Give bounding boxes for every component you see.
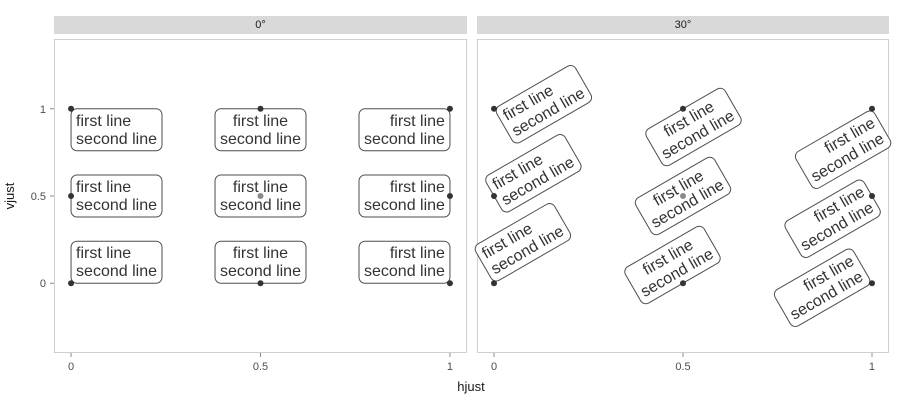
panel-border <box>54 39 467 353</box>
label-line: second line <box>76 263 157 280</box>
facet-strip <box>477 16 889 34</box>
label-box <box>358 108 451 152</box>
y-tick-label: 0.5 <box>31 191 46 203</box>
data-point <box>680 105 686 112</box>
facet-strip <box>54 16 467 34</box>
axes: hjust vjust 0 0.5 1 0 0.5 1 0 0.5 1 <box>2 104 875 394</box>
x-tick-label: 1 <box>869 361 875 373</box>
label-line: first line <box>233 245 288 262</box>
data-point <box>257 105 264 112</box>
label-line: second line <box>220 197 301 214</box>
data-point <box>491 193 498 199</box>
x-tick-label: 1 <box>447 361 453 373</box>
x-tick-label: 0 <box>68 361 74 373</box>
y-axis-title: vjust <box>2 182 17 209</box>
label-line: first line <box>390 245 445 262</box>
label-line: second line <box>76 197 157 214</box>
x-tick-label: 0 <box>491 361 497 373</box>
x-tick-label: 0.5 <box>675 361 690 373</box>
data-point <box>680 280 686 287</box>
label-line: second line <box>364 263 445 280</box>
facet-strip-label: 0° <box>255 19 266 31</box>
label-box <box>358 240 451 284</box>
label-box <box>794 110 892 189</box>
label-box <box>474 203 572 282</box>
label-box <box>773 248 871 328</box>
data-point <box>68 193 75 199</box>
data-point <box>257 280 264 287</box>
label-line: first line <box>76 179 131 196</box>
data-point <box>446 105 453 112</box>
label-line: second line <box>76 131 157 148</box>
data-point <box>68 105 75 112</box>
data-point <box>868 193 875 199</box>
y-tick-label: 1 <box>40 104 46 116</box>
label-line: first line <box>390 113 445 130</box>
data-point <box>68 280 75 287</box>
data-point <box>491 280 498 287</box>
x-axis-title: hjust <box>457 379 485 394</box>
label-box <box>70 240 163 284</box>
data-point <box>257 193 264 199</box>
label-line: first line <box>233 179 288 196</box>
label-box <box>495 64 593 144</box>
label-line: first line <box>76 245 131 262</box>
label-line: second line <box>220 131 301 148</box>
data-point <box>868 105 875 112</box>
label-line: first line <box>390 179 445 196</box>
facet-strip-label: 30° <box>675 19 692 31</box>
x-tick-label: 0.5 <box>253 361 268 373</box>
data-point <box>446 193 453 199</box>
label-line: second line <box>220 263 301 280</box>
data-point <box>446 280 453 287</box>
y-tick-label: 0 <box>40 278 46 290</box>
data-point <box>680 193 686 199</box>
label-box <box>70 108 163 152</box>
data-point <box>868 280 875 287</box>
label-line: second line <box>364 131 445 148</box>
label-line: second line <box>364 197 445 214</box>
panel-border <box>477 39 889 353</box>
label-line: first line <box>233 113 288 130</box>
data-point <box>491 105 498 112</box>
label-line: first line <box>76 113 131 130</box>
